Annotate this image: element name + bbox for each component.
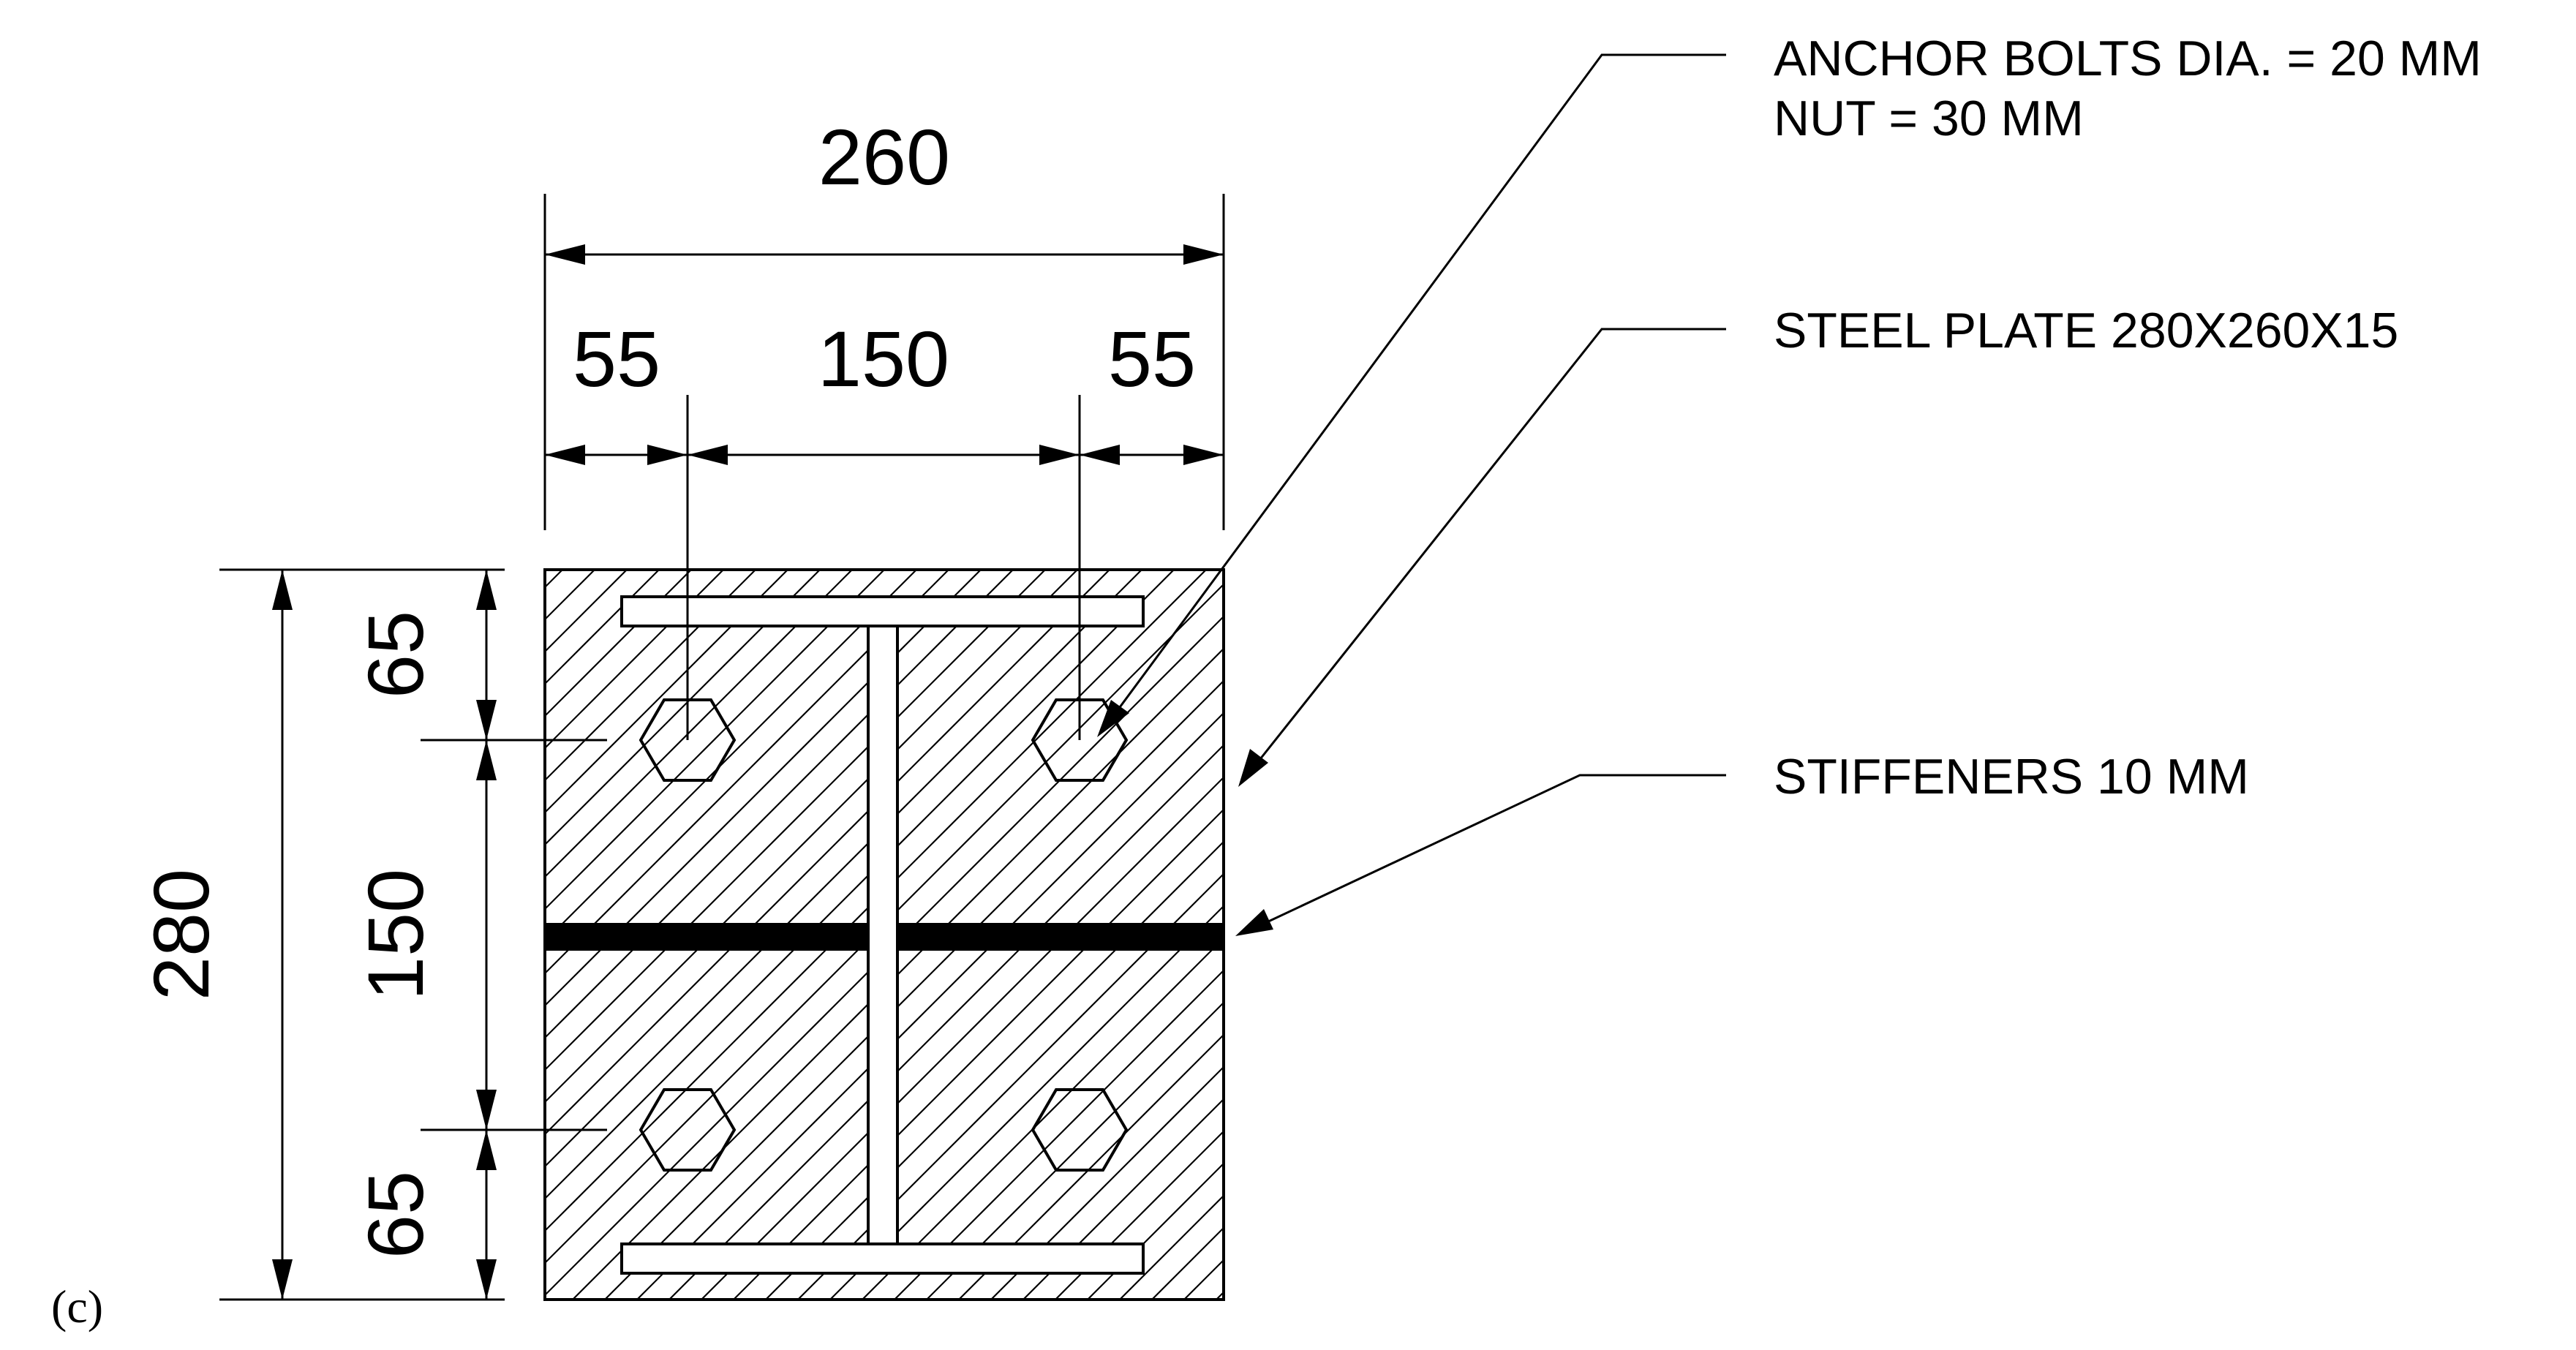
horizontal-dimensions: 260 55 150 55 — [543, 113, 1225, 740]
stiffener-right — [897, 923, 1224, 951]
hatch-line — [1055, 1130, 1224, 1300]
hatch-line — [545, 570, 692, 717]
note-stiffeners: STIFFENERS 10 MM — [1774, 749, 2249, 804]
bolt-spacing-y-label: 150 — [351, 869, 440, 1000]
hatch-line — [1183, 1259, 1224, 1300]
hatch-line — [1216, 1291, 1224, 1300]
leader-steel-plate — [1238, 328, 1726, 787]
hatch-line — [0, 570, 530, 1300]
anchor-bolt-top-left — [639, 698, 737, 782]
hatch-line — [958, 1033, 1224, 1300]
column-web — [867, 625, 899, 1245]
hatch-line — [990, 1066, 1224, 1300]
edge-left-label: 55 — [573, 314, 660, 403]
hatch-line — [545, 570, 724, 750]
hatch-line — [545, 570, 853, 878]
anchor-bolt-top-right — [1031, 698, 1129, 782]
dimension-bolt-chain-y: 65 150 65 — [351, 570, 497, 1300]
leader-stiffeners — [1235, 774, 1726, 936]
dimension-overall-height: 280 — [137, 570, 293, 1300]
edge-top-label: 65 — [351, 611, 440, 698]
anchor-bolt-bottom-right — [1031, 1088, 1129, 1172]
hatch-line — [1151, 1226, 1224, 1300]
vertical-dimensions: 280 65 150 65 — [137, 568, 607, 1301]
dimension-bolt-chain-x: 55 150 55 — [545, 314, 1224, 465]
anchor-bolts — [639, 698, 1129, 1172]
edge-right-label: 55 — [1108, 314, 1196, 403]
anchor-bolt-bottom-left — [639, 1088, 737, 1172]
hatch-line — [545, 570, 885, 910]
notes: ANCHOR BOLTS DIA. = 20 MM NUT = 30 MM ST… — [1774, 31, 2482, 804]
stiffener-left — [545, 923, 868, 951]
hatch-line — [545, 570, 756, 782]
plate-width-label: 260 — [818, 113, 950, 201]
leader-anchor-bolts — [1097, 53, 1726, 737]
hatch-line — [1023, 1098, 1224, 1300]
hatch-line — [545, 570, 595, 621]
hatch-line — [862, 937, 1224, 1300]
dimension-overall-width: 260 — [545, 113, 1224, 265]
top-flange — [620, 595, 1145, 627]
bolt-spacing-x-label: 150 — [818, 314, 949, 403]
edge-bottom-label: 65 — [351, 1171, 440, 1259]
hatch-line — [545, 570, 821, 846]
hatch-line — [894, 969, 1224, 1300]
plate-height-label: 280 — [137, 869, 225, 1000]
note-anchor-bolts-line1: ANCHOR BOLTS DIA. = 20 MM — [1774, 31, 2482, 86]
hatch-line — [1087, 1162, 1224, 1300]
note-anchor-bolts-line2: NUT = 30 MM — [1774, 91, 2084, 146]
hatch-line — [545, 570, 788, 814]
hatch-line — [1119, 1194, 1224, 1300]
panel-label: (c) — [51, 1281, 103, 1332]
hatch-line — [545, 570, 628, 653]
stiffener — [545, 923, 1224, 951]
hatch-line — [926, 1001, 1224, 1300]
i-section-column — [620, 595, 1145, 1275]
bottom-flange — [620, 1242, 1145, 1275]
note-steel-plate: STEEL PLATE 280X260X15 — [1774, 303, 2398, 358]
